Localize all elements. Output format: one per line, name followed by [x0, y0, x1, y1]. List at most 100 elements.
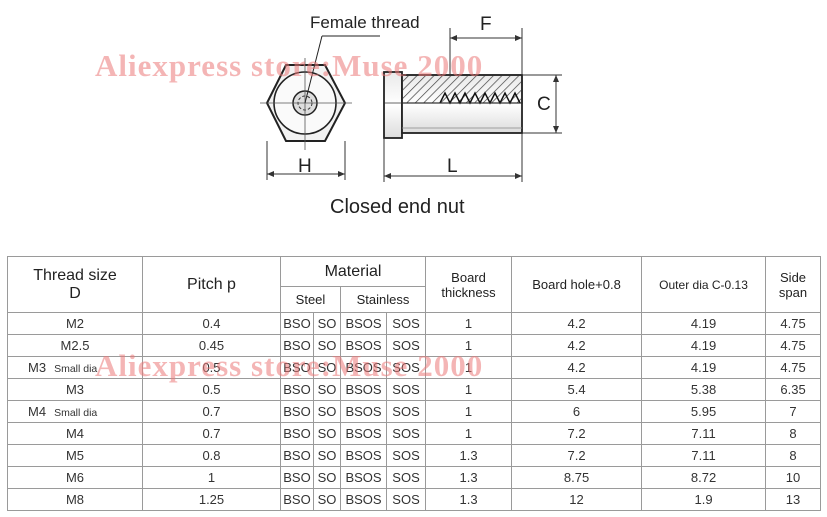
cell-pitch: 0.45	[142, 334, 281, 357]
header-material: Material	[279, 256, 427, 287]
cell-stainless-sos: SOS	[385, 356, 427, 379]
cell-board-thickness: 1	[425, 356, 513, 379]
cell-side-span: 6.35	[765, 378, 822, 401]
cell-stainless-bsos: BSOS	[340, 312, 387, 335]
cell-side-span: 8	[765, 444, 822, 467]
cell-outer-dia: 7.11	[641, 444, 767, 467]
thread-size-note: Small dia	[54, 407, 98, 419]
cell-stainless-bsos: BSOS	[340, 444, 387, 467]
cell-board-hole: 4.2	[511, 356, 643, 379]
cell-stainless-sos: SOS	[385, 378, 427, 401]
cell-board-hole: 12	[511, 488, 643, 511]
cell-outer-dia: 7.11	[641, 422, 767, 445]
cell-board-hole: 7.2	[511, 444, 643, 467]
cell-outer-dia: 1.9	[641, 488, 767, 511]
cell-thread-size: M8	[7, 488, 143, 511]
cell-outer-dia: 4.19	[641, 356, 767, 379]
cell-side-span: 4.75	[765, 312, 822, 335]
header-side-span-2: span	[778, 284, 808, 300]
cell-steel-bso: BSO	[280, 466, 314, 489]
cell-board-thickness: 1	[425, 312, 513, 335]
cell-side-span: 4.75	[765, 356, 822, 379]
cell-board-thickness: 1	[425, 334, 513, 357]
side-view	[383, 28, 562, 182]
cell-board-hole: 7.2	[511, 422, 643, 445]
cell-steel-bso: BSO	[280, 334, 314, 357]
cell-pitch: 0.5	[142, 356, 281, 379]
cell-steel-bso: BSO	[280, 356, 314, 379]
dim-c-label: C	[537, 94, 551, 115]
cell-stainless-sos: SOS	[385, 422, 427, 445]
cell-stainless-sos: SOS	[385, 400, 427, 423]
cell-outer-dia: 5.38	[641, 378, 767, 401]
header-board-hole: Board hole+0.8	[511, 256, 643, 313]
cell-steel-bso: BSO	[280, 444, 314, 467]
cell-board-thickness: 1.3	[425, 444, 513, 467]
cell-pitch: 0.8	[142, 444, 281, 467]
cell-steel-so: SO	[313, 378, 341, 401]
cell-outer-dia: 4.19	[641, 334, 767, 357]
cell-steel-so: SO	[313, 488, 341, 511]
cell-stainless-bsos: BSOS	[340, 466, 387, 489]
cell-steel-so: SO	[313, 312, 341, 335]
cell-steel-bso: BSO	[280, 378, 314, 401]
header-thread-size: Thread size D	[7, 256, 143, 313]
cell-steel-bso: BSO	[280, 312, 314, 335]
cell-pitch: 0.5	[142, 378, 281, 401]
cell-thread-size: M6	[7, 466, 143, 489]
cell-thread-size: M4	[7, 422, 143, 445]
cell-board-thickness: 1	[425, 400, 513, 423]
cell-thread-size: M2.5	[7, 334, 143, 357]
cell-stainless-sos: SOS	[385, 488, 427, 511]
header-side-span-1: Side	[780, 269, 807, 285]
female-thread-label: Female thread	[310, 13, 420, 32]
cell-board-hole: 4.2	[511, 312, 643, 335]
cell-steel-so: SO	[313, 334, 341, 357]
cell-stainless-sos: SOS	[385, 466, 427, 489]
cell-steel-so: SO	[313, 422, 341, 445]
header-board-thickness-1: Board	[451, 269, 486, 285]
cell-board-thickness: 1	[425, 378, 513, 401]
cell-outer-dia: 8.72	[641, 466, 767, 489]
header-board-thickness: Board thickness	[425, 256, 513, 313]
dim-f-label: F	[480, 14, 492, 35]
cell-pitch: 1.25	[142, 488, 281, 511]
cell-board-hole: 5.4	[511, 378, 643, 401]
thread-size-value: M4	[28, 404, 47, 419]
dim-l-label: L	[447, 156, 458, 177]
cell-steel-so: SO	[313, 400, 341, 423]
dim-h-label: H	[298, 156, 312, 177]
cell-pitch: 0.7	[142, 422, 281, 445]
cell-pitch: 0.4	[142, 312, 281, 335]
cell-board-hole: 4.2	[511, 334, 643, 357]
header-side-span: Side span	[765, 256, 822, 313]
cell-stainless-sos: SOS	[385, 334, 427, 357]
header-steel: Steel	[280, 286, 341, 313]
header-board-thickness-2: thickness	[441, 284, 496, 300]
cell-side-span: 4.75	[765, 334, 822, 357]
cell-stainless-bsos: BSOS	[340, 488, 387, 511]
cell-board-hole: 6	[511, 400, 643, 423]
cell-side-span: 7	[765, 400, 822, 423]
cell-pitch: 1	[142, 466, 281, 489]
cell-thread-size: M4 Small dia	[7, 400, 143, 423]
hex-front-view	[260, 35, 380, 180]
cell-stainless-sos: SOS	[385, 444, 427, 467]
cell-thread-size: M5	[7, 444, 143, 467]
cell-steel-bso: BSO	[280, 488, 314, 511]
cell-board-thickness: 1.3	[425, 488, 513, 511]
thread-size-note: Small dia	[54, 363, 98, 375]
header-pitch: Pitch p	[142, 256, 281, 313]
cell-side-span: 10	[765, 466, 822, 489]
cell-steel-so: SO	[313, 444, 341, 467]
cell-board-thickness: 1	[425, 422, 513, 445]
cell-side-span: 13	[765, 488, 822, 511]
cell-stainless-bsos: BSOS	[340, 334, 387, 357]
